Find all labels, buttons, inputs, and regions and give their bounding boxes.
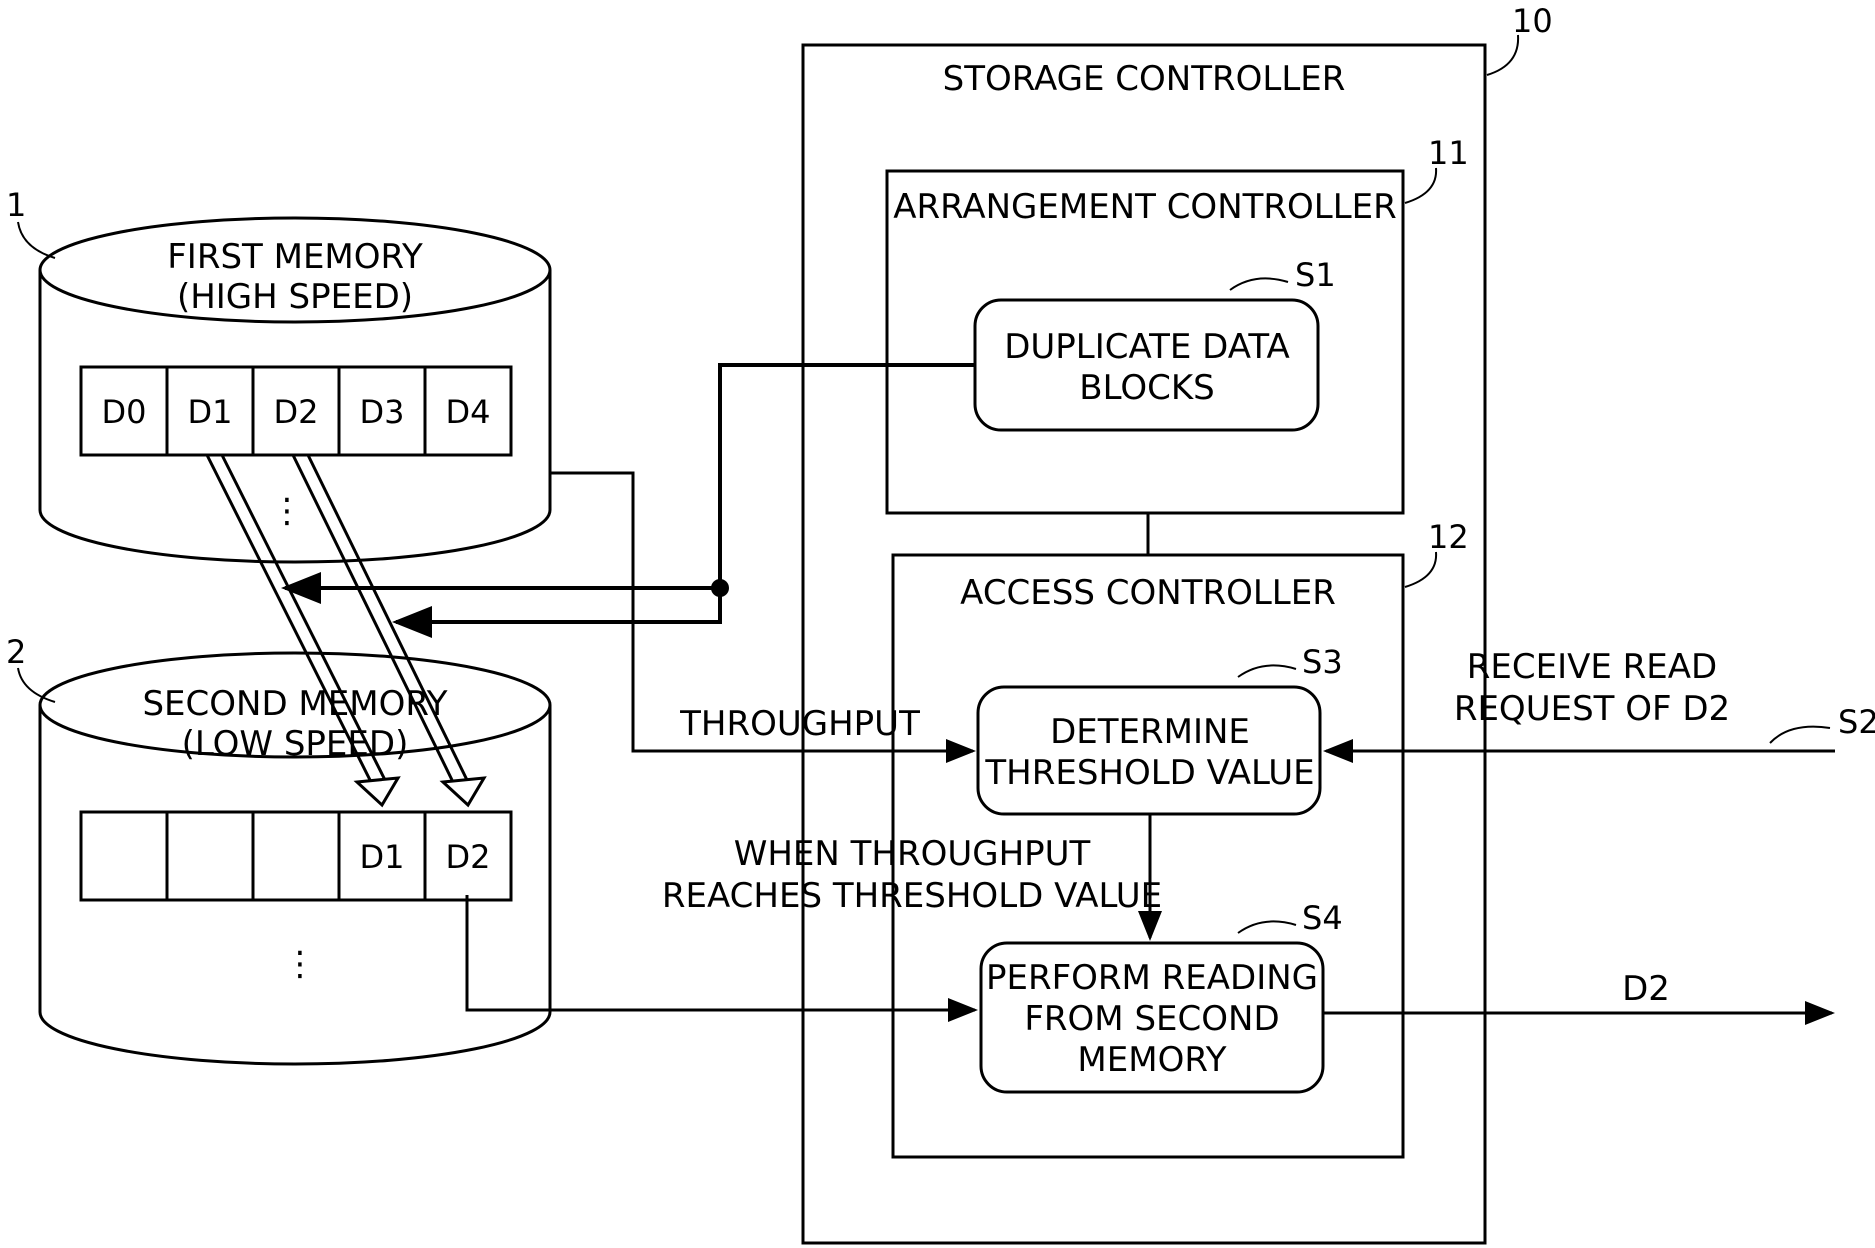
ref-1: 1 — [6, 186, 26, 224]
ref-10-leader — [1487, 35, 1518, 75]
step-s4: PERFORM READING FROM SECOND MEMORY S4 — [981, 899, 1343, 1092]
second-memory-block-cell — [81, 812, 167, 900]
condition-label-line2: REACHES THRESHOLD VALUE — [662, 876, 1162, 916]
ref-s2-leader — [1770, 727, 1830, 743]
second-memory-ellipsis: ⋮ — [283, 944, 317, 984]
first-memory-block-label: D0 — [102, 393, 147, 431]
step-s3-line1: DETERMINE — [1050, 712, 1250, 752]
first-memory-block-label: D4 — [446, 393, 491, 431]
read-request-line1: RECEIVE READ — [1467, 647, 1717, 687]
throughput-label: THROUGHPUT — [679, 704, 920, 744]
read-request-line2: REQUEST OF D2 — [1454, 689, 1730, 729]
ref-1-leader — [18, 222, 55, 258]
ref-10: 10 — [1512, 2, 1553, 40]
step-s1-line1: DUPLICATE DATA — [1004, 327, 1290, 367]
first-memory-block-label: D1 — [188, 393, 233, 431]
step-s3-line2: THRESHOLD VALUE — [984, 753, 1314, 793]
condition-label-line1: WHEN THROUGHPUT — [734, 834, 1091, 874]
first-memory-ellipsis: ⋮ — [270, 491, 304, 531]
ref-s1: S1 — [1295, 256, 1336, 294]
step-s1-line2: BLOCKS — [1079, 368, 1214, 408]
ref-s4-leader — [1238, 921, 1296, 933]
ref-s2: S2 — [1838, 703, 1875, 741]
arrangement-controller-title: ARRANGEMENT CONTROLLER — [893, 187, 1397, 227]
first-memory-line2: (HIGH SPEED) — [177, 277, 413, 317]
first-memory-block-label: D2 — [274, 393, 319, 431]
step-s4-line2: FROM SECOND — [1024, 999, 1279, 1039]
ref-12-leader — [1405, 552, 1436, 587]
first-memory-block-label: D3 — [360, 393, 405, 431]
second-memory-block-cell — [253, 812, 339, 900]
second-memory-block-label: D1 — [360, 838, 405, 876]
ref-12: 12 — [1428, 518, 1469, 556]
line-junction-to-second-memory — [396, 588, 720, 622]
second-memory-line2: (LOW SPEED) — [182, 724, 409, 764]
second-memory-line1: SECOND MEMORY — [142, 684, 447, 724]
first-memory-line1: FIRST MEMORY — [167, 237, 423, 277]
ref-11: 11 — [1428, 134, 1469, 172]
storage-controller-title: STORAGE CONTROLLER — [943, 59, 1346, 99]
second-memory-blocks: D1 D2 — [81, 812, 511, 900]
junction-dot — [711, 579, 729, 597]
access-controller-title: ACCESS CONTROLLER — [960, 573, 1336, 613]
ref-s3: S3 — [1302, 643, 1343, 681]
ref-11-leader — [1405, 168, 1436, 203]
step-s3: DETERMINE THRESHOLD VALUE S3 — [978, 643, 1343, 814]
first-memory-blocks: D0 D1 D2 D3 D4 — [81, 367, 511, 455]
second-memory-block-label: D2 — [446, 838, 491, 876]
second-memory-block-cell — [167, 812, 253, 900]
ref-s3-leader — [1238, 665, 1296, 677]
step-s4-line1: PERFORM READING — [986, 958, 1318, 998]
ref-s4: S4 — [1302, 899, 1343, 937]
output-label: D2 — [1622, 969, 1670, 1009]
step-s4-line3: MEMORY — [1077, 1040, 1226, 1080]
ref-2: 2 — [6, 633, 26, 671]
